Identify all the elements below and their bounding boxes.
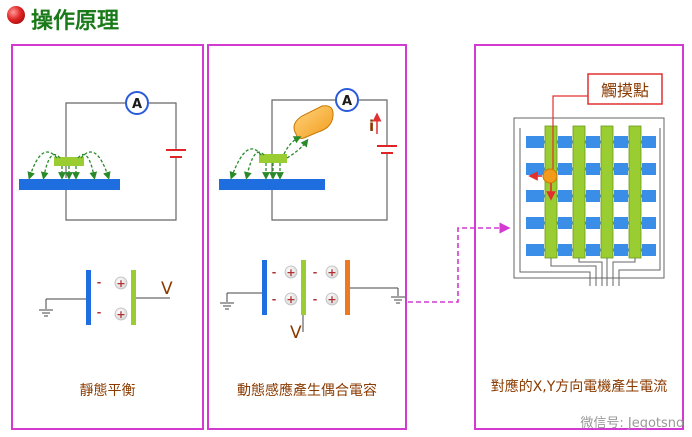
panel-caption-dynamic: 動態感應產生偶合電容 <box>237 383 377 399</box>
blue-plate <box>86 270 91 325</box>
callout-leader <box>552 95 590 169</box>
ammeter-label: A <box>342 94 352 109</box>
battery-icon <box>377 145 397 154</box>
ammeter-icon <box>125 91 149 115</box>
battery-icon <box>166 149 186 158</box>
watermark: 微信号: Jegotsno <box>580 416 684 431</box>
blue-electrode <box>19 179 120 190</box>
negative-charge: - <box>97 276 102 289</box>
field-lines <box>229 136 309 180</box>
negative-charge: - <box>313 266 318 279</box>
ground-icon <box>391 296 405 304</box>
panel-dynamic <box>207 44 407 430</box>
negative-charge: - <box>97 306 102 319</box>
current-label: i <box>369 117 374 135</box>
electrode-grid <box>513 117 665 286</box>
voltage-label: V <box>161 279 173 299</box>
field-lines <box>27 151 111 180</box>
static-circuit: A <box>19 91 186 221</box>
panel-caption-static: 靜態平衡 <box>79 383 136 399</box>
callout-label: 觸摸點 <box>601 81 649 100</box>
ground-icon <box>39 309 53 317</box>
green-electrode <box>54 157 84 166</box>
orange-plate <box>345 260 350 315</box>
negative-charge: - <box>313 293 318 306</box>
positive-charge: + <box>116 277 125 290</box>
blue-plate <box>262 260 267 315</box>
positive-charge: + <box>327 293 336 306</box>
negative-charge: - <box>272 266 277 279</box>
positive-charge: + <box>286 293 295 306</box>
positive-charge: + <box>116 308 125 321</box>
touch-point-icon <box>542 168 558 184</box>
dynamic-capacitor <box>220 260 405 332</box>
panel-grid <box>474 44 684 430</box>
page-title: 操作原理 <box>31 9 120 34</box>
blue-electrode <box>219 179 325 190</box>
panel-static <box>11 44 204 430</box>
static-charges: - - + + <box>97 276 128 321</box>
dynamic-charges: - - + + - - + + <box>272 265 339 306</box>
dynamic-circuit: A i <box>219 88 397 221</box>
ground-icon <box>220 302 234 310</box>
callout-box <box>587 73 663 105</box>
green-plate <box>301 260 306 315</box>
static-capacitor <box>39 270 170 325</box>
title-bullet-icon <box>7 6 25 24</box>
finger-icon <box>293 105 334 139</box>
ammeter-icon <box>335 88 359 112</box>
green-electrode <box>259 154 287 163</box>
negative-charge: - <box>272 293 277 306</box>
ammeter-label: A <box>132 97 142 112</box>
voltage-label: V <box>290 323 302 343</box>
green-plate <box>131 270 136 325</box>
panel-caption-grid: 對應的X,Y方向電機產生電流 <box>490 379 668 395</box>
positive-charge: + <box>327 266 336 279</box>
connector-arrow <box>408 222 511 303</box>
positive-charge: + <box>286 266 295 279</box>
